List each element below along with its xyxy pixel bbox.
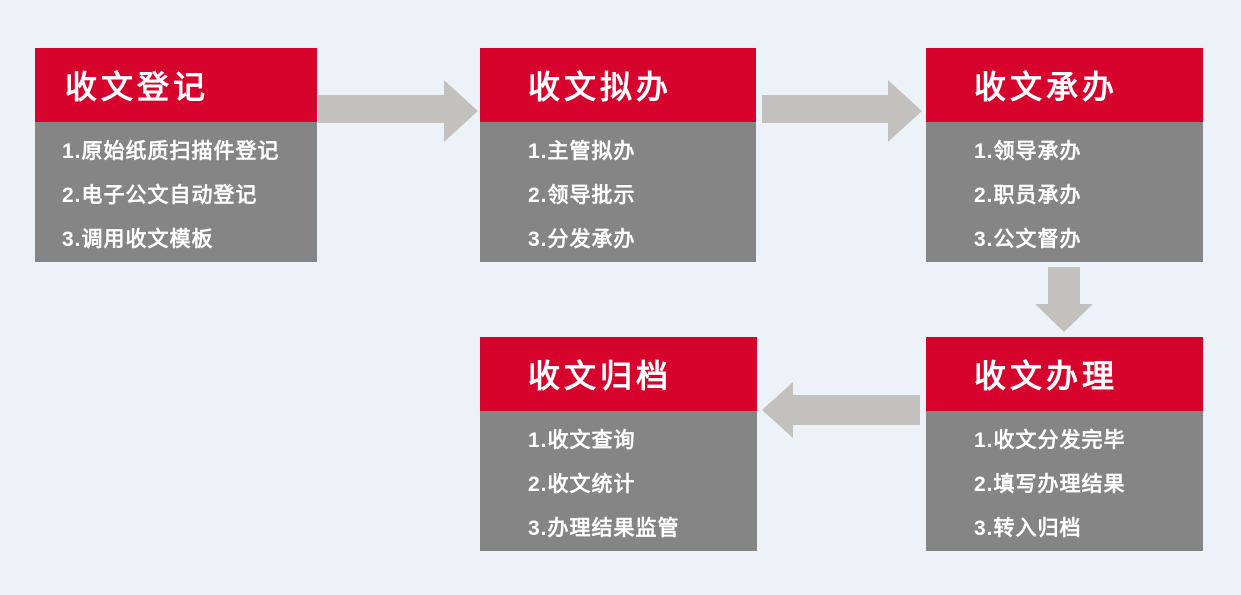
step-item: 2.填写办理结果: [974, 473, 1126, 496]
step-body-proposal: 1.主管拟办 2.领导批示 3.分发承办: [480, 122, 756, 262]
arrow-down-undertaking-to-processing-icon: [1035, 267, 1093, 332]
step-box-archiving: 收文归档 1.收文查询 2.收文统计 3.办理结果监管: [480, 337, 757, 551]
step-body-undertaking: 1.领导承办 2.职员承办 3.公文督办: [926, 122, 1203, 262]
step-box-processing: 收文办理 1.收文分发完毕 2.填写办理结果 3.转入归档: [926, 337, 1203, 551]
step-item: 1.主管拟办: [528, 140, 636, 163]
step-item: 2.电子公文自动登记: [62, 184, 258, 207]
step-item: 3.公文督办: [974, 228, 1082, 251]
step-title-archiving: 收文归档: [480, 337, 757, 411]
step-item: 1.原始纸质扫描件登记: [62, 140, 280, 163]
step-body-archiving: 1.收文查询 2.收文统计 3.办理结果监管: [480, 411, 757, 551]
step-item: 1.领导承办: [974, 140, 1082, 163]
arrow-right-registration-to-proposal-icon: [318, 80, 478, 142]
step-item: 2.收文统计: [528, 473, 636, 496]
step-title-registration: 收文登记: [35, 48, 317, 122]
arrow-right-proposal-to-undertaking-icon: [762, 80, 922, 142]
step-title-proposal: 收文拟办: [480, 48, 756, 122]
step-body-processing: 1.收文分发完毕 2.填写办理结果 3.转入归档: [926, 411, 1203, 551]
step-item: 3.分发承办: [528, 228, 636, 251]
step-box-undertaking: 收文承办 1.领导承办 2.职员承办 3.公文督办: [926, 48, 1203, 262]
step-box-proposal: 收文拟办 1.主管拟办 2.领导批示 3.分发承办: [480, 48, 756, 262]
step-title-processing: 收文办理: [926, 337, 1203, 411]
step-item: 3.调用收文模板: [62, 228, 214, 251]
arrow-left-processing-to-archiving-icon: [762, 382, 920, 438]
step-item: 2.职员承办: [974, 184, 1082, 207]
step-item: 3.办理结果监管: [528, 517, 680, 540]
step-title-undertaking: 收文承办: [926, 48, 1203, 122]
step-item: 1.收文查询: [528, 429, 636, 452]
step-item: 1.收文分发完毕: [974, 429, 1126, 452]
step-item: 3.转入归档: [974, 517, 1082, 540]
step-item: 2.领导批示: [528, 184, 636, 207]
step-body-registration: 1.原始纸质扫描件登记 2.电子公文自动登记 3.调用收文模板: [35, 122, 317, 262]
step-box-registration: 收文登记 1.原始纸质扫描件登记 2.电子公文自动登记 3.调用收文模板: [35, 48, 317, 262]
